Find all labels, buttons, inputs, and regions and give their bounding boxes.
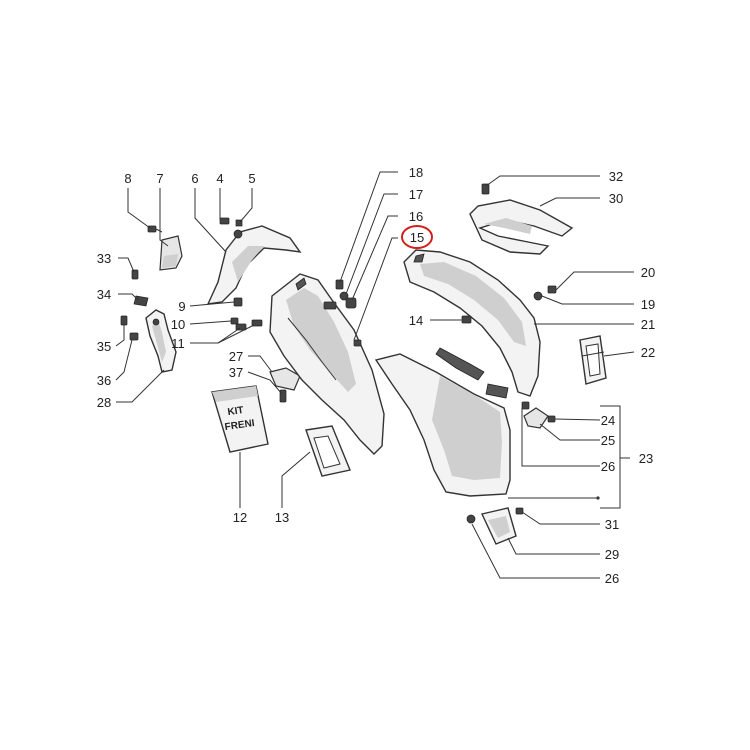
part-clip-14 (461, 315, 472, 324)
highlight-ring-15 (401, 225, 433, 249)
part-screw-37 (279, 389, 287, 403)
callout-35: 35 (97, 339, 111, 354)
part-clip-26-lower (466, 514, 476, 524)
part-clip-36 (129, 332, 139, 341)
part-screw-20 (547, 285, 557, 294)
part-inner-fender-6 (206, 225, 302, 305)
callout-14: 14 (409, 313, 423, 328)
callout-26-upper: 26 (601, 459, 615, 474)
part-clip-9 (233, 297, 243, 307)
callout-21: 21 (641, 317, 655, 332)
part-clip-34 (133, 295, 149, 307)
callout-13: 13 (275, 510, 289, 525)
part-grill-13 (305, 425, 351, 477)
callout-30: 30 (609, 191, 623, 206)
part-screw-32 (481, 183, 490, 195)
callout-9: 9 (178, 299, 185, 314)
part-bushing-16 (323, 297, 357, 310)
part-screw-31 (515, 507, 524, 515)
part-screw-33 (131, 269, 139, 280)
part-handle-28 (145, 309, 177, 373)
kit-label-line2: FRENI (224, 418, 255, 433)
part-flap-29 (480, 507, 517, 545)
callout-32: 32 (609, 169, 623, 184)
part-clip-14-center (353, 339, 362, 347)
callout-12: 12 (233, 510, 247, 525)
leader-lines (115, 171, 635, 579)
callout-27: 27 (229, 349, 243, 364)
part-side-panel-21 (403, 249, 541, 397)
callout-25: 25 (601, 433, 615, 448)
callout-34: 34 (97, 287, 111, 302)
kit-label-line1: KIT (227, 405, 244, 418)
callout-37: 37 (229, 365, 243, 380)
part-brake-kit-12: KIT FRENI (211, 385, 269, 453)
part-screw-24 (547, 415, 556, 423)
callout-8: 8 (124, 171, 131, 186)
part-cover-25 (523, 407, 549, 429)
callout-labels: 8 7 6 4 5 33 34 35 36 28 9 10 11 27 37 1… (97, 165, 655, 586)
callout-19: 19 (641, 297, 655, 312)
callout-24: 24 (601, 413, 615, 428)
callout-17: 17 (409, 187, 423, 202)
callout-36: 36 (97, 373, 111, 388)
part-plate-27 (269, 367, 301, 391)
callout-29: 29 (605, 547, 619, 562)
part-washer-19 (533, 291, 543, 301)
callout-18: 18 (409, 165, 423, 180)
callout-22: 22 (641, 345, 655, 360)
callout-23: 23 (639, 451, 653, 466)
part-screw-4 (219, 217, 230, 225)
part-screw-18 (335, 279, 344, 290)
part-reflector-22 (579, 335, 607, 385)
callout-20: 20 (641, 265, 655, 280)
part-rear-panel-30 (469, 199, 574, 255)
callout-6: 6 (191, 171, 198, 186)
part-nut-5 (233, 219, 243, 239)
callout-28: 28 (97, 395, 111, 410)
callout-11: 11 (171, 336, 185, 351)
callout-33: 33 (97, 251, 111, 266)
callout-15: 15 (410, 230, 424, 245)
callout-26-lower: 26 (605, 571, 619, 586)
part-screw-35 (120, 315, 128, 326)
callout-31: 31 (605, 517, 619, 532)
callout-16: 16 (409, 209, 423, 224)
callout-7: 7 (156, 171, 163, 186)
part-clip-26-upper (521, 401, 530, 410)
part-bracket-7 (159, 235, 183, 271)
callout-5: 5 (248, 171, 255, 186)
part-leg-shield-15 (269, 273, 385, 455)
callout-10: 10 (171, 317, 185, 332)
callout-4: 4 (216, 171, 223, 186)
part-lower-panel-23 (374, 347, 511, 497)
part-clip-10 (230, 317, 239, 325)
